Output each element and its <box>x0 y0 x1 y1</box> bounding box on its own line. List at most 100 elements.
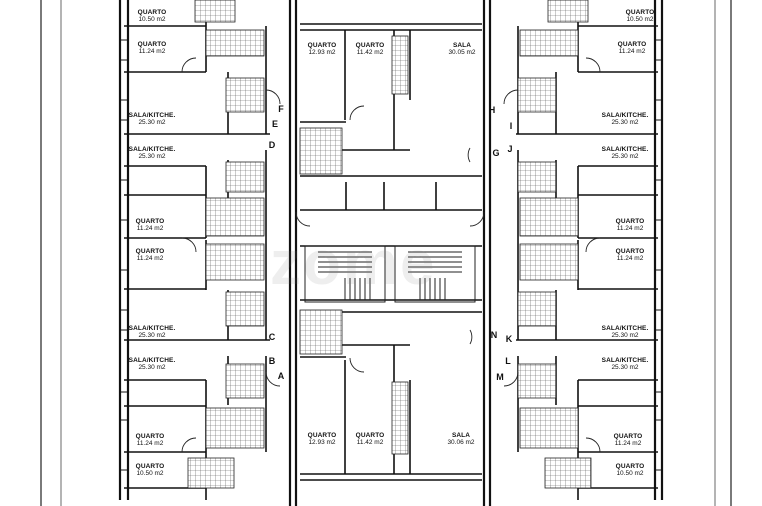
sheet-border <box>40 0 732 506</box>
room-area: 11.24 m2 <box>136 225 164 232</box>
room-name: SALA/KITCHE. <box>128 112 176 119</box>
room-label: SALA/KITCHE.25.30 m2 <box>129 357 176 371</box>
unit-letter: G <box>492 148 500 158</box>
room-area: 25.30 m2 <box>138 364 166 371</box>
unit-letter: D <box>268 140 276 150</box>
unit-letter: M <box>496 372 504 382</box>
room-name: QUARTO <box>137 9 167 16</box>
unit-letter: F <box>278 104 284 114</box>
unit-letter: A <box>277 371 285 381</box>
room-name: QUARTO <box>355 42 385 49</box>
stair-core <box>304 245 476 303</box>
unit-letter: E <box>271 119 279 129</box>
room-name: SALA/KITCHE. <box>128 357 176 364</box>
room-area: 12.93 m2 <box>308 49 336 56</box>
room-area: 25.30 m2 <box>138 153 166 160</box>
room-label: SALA/KITCHE.25.30 m2 <box>602 112 649 126</box>
room-label: SALA/KITCHE.25.30 m2 <box>129 146 176 160</box>
door-swings <box>181 57 601 453</box>
unit-letter: J <box>507 144 513 154</box>
room-area: 11.42 m2 <box>356 49 384 56</box>
room-label: SALA/KITCHE.25.30 m2 <box>129 112 176 126</box>
room-name: SALA <box>451 432 471 439</box>
room-label: SALA/KITCHE.25.30 m2 <box>602 146 649 160</box>
unit-letter: N <box>490 330 498 340</box>
unit-letter: C <box>268 332 276 342</box>
room-area: 11.24 m2 <box>614 440 642 447</box>
room-area: 25.30 m2 <box>611 364 639 371</box>
room-area: 10.50 m2 <box>136 470 164 477</box>
room-label: SALA/KITCHE.25.30 m2 <box>602 325 649 339</box>
room-area: 12.93 m2 <box>308 439 336 446</box>
unit-letter: K <box>505 334 513 344</box>
room-name: QUARTO <box>137 41 167 48</box>
room-area: 10.50 m2 <box>616 470 644 477</box>
bathroom-tiles <box>187 0 592 489</box>
room-area: 11.24 m2 <box>618 48 646 55</box>
room-area: 11.24 m2 <box>138 48 166 55</box>
room-area: 25.30 m2 <box>138 332 166 339</box>
room-label: SALA/KITCHE.25.30 m2 <box>602 357 649 371</box>
room-name: QUARTO <box>625 9 655 16</box>
room-area: 10.50 m2 <box>626 16 654 23</box>
room-label: SALA/KITCHE.25.30 m2 <box>129 325 176 339</box>
room-name: QUARTO <box>613 433 643 440</box>
windows <box>120 39 662 471</box>
room-name: QUARTO <box>615 248 645 255</box>
room-name: QUARTO <box>135 463 165 470</box>
room-name: QUARTO <box>355 432 385 439</box>
watermark-logo: zome <box>270 229 437 298</box>
unit-letter: I <box>509 121 513 131</box>
room-name: QUARTO <box>135 248 165 255</box>
room-area: 25.30 m2 <box>138 119 166 126</box>
outer-walls <box>118 0 664 506</box>
room-name: SALA/KITCHE. <box>128 325 176 332</box>
room-area: 11.24 m2 <box>136 255 164 262</box>
room-area: 25.30 m2 <box>611 119 639 126</box>
room-area: 10.50 m2 <box>138 16 166 23</box>
centre-top-walls <box>300 23 482 211</box>
room-area: 11.42 m2 <box>356 439 384 446</box>
room-name: SALA/KITCHE. <box>601 325 649 332</box>
room-name: QUARTO <box>615 463 645 470</box>
room-name: QUARTO <box>135 218 165 225</box>
room-name: SALA <box>452 42 472 49</box>
room-area: 25.30 m2 <box>611 332 639 339</box>
room-name: SALA/KITCHE. <box>601 146 649 153</box>
room-name: SALA/KITCHE. <box>128 146 176 153</box>
room-area: 25.30 m2 <box>611 153 639 160</box>
room-name: QUARTO <box>615 218 645 225</box>
room-name: QUARTO <box>307 432 337 439</box>
room-area: 11.24 m2 <box>616 255 644 262</box>
room-name: QUARTO <box>617 41 647 48</box>
room-area: 30.06 m2 <box>447 439 475 446</box>
room-name: QUARTO <box>307 42 337 49</box>
room-area: 11.24 m2 <box>616 225 644 232</box>
room-area: 30.05 m2 <box>448 49 476 56</box>
room-name: SALA/KITCHE. <box>601 357 649 364</box>
unit-letter: L <box>505 356 511 366</box>
unit-letter: H <box>488 105 496 115</box>
room-area: 11.24 m2 <box>136 440 164 447</box>
unit-letter: B <box>268 356 276 366</box>
room-name: QUARTO <box>135 433 165 440</box>
